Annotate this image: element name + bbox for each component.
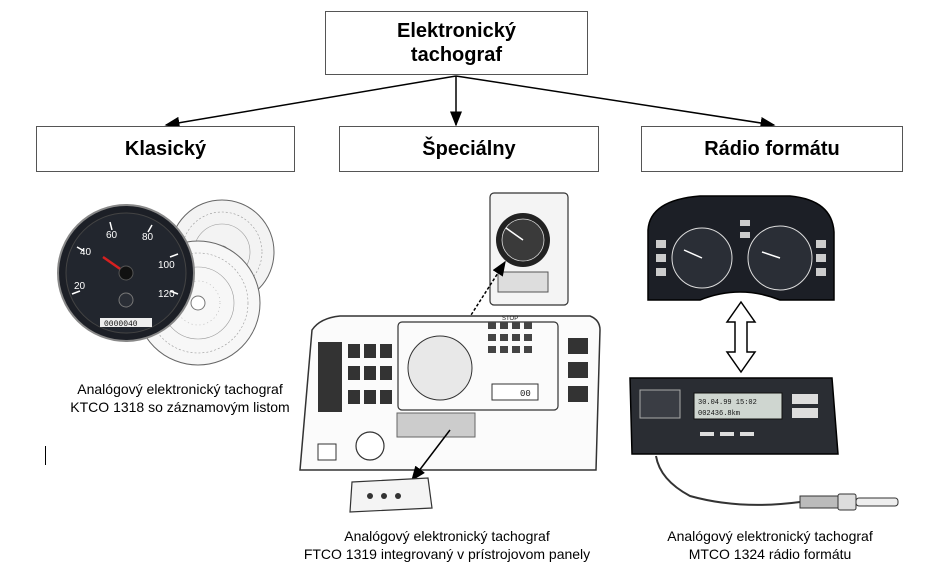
category-label: Rádio formátu bbox=[704, 138, 840, 160]
tachograph-drawer bbox=[349, 477, 433, 513]
category-box-specialny: Špeciálny bbox=[339, 126, 599, 172]
gauge-tick-40: 40 bbox=[80, 247, 92, 258]
odometer-readout: 0000040 bbox=[104, 320, 138, 329]
dashboard-panel bbox=[299, 315, 601, 471]
category-box-radio: Rádio formátu bbox=[641, 126, 903, 172]
panel-stop-label: STOP bbox=[502, 316, 518, 322]
gauge-tick-80: 80 bbox=[142, 232, 154, 243]
category-label: Klasický bbox=[124, 138, 207, 160]
caption-line1: Analógový elektronický tachograf bbox=[667, 528, 873, 544]
root-title-line2: tachograf bbox=[410, 44, 503, 66]
panel-display-readout: 00 bbox=[520, 389, 531, 399]
radio-display-line1: 30.04.99 15:02 bbox=[698, 399, 757, 407]
gauge-tick-60: 60 bbox=[106, 230, 118, 241]
arrow-to-klasicky bbox=[164, 75, 457, 129]
tachograph-slot bbox=[396, 412, 476, 438]
caption-line1: Analógový elektronický tachograf bbox=[344, 528, 550, 544]
caption-specialny: Analógový elektronický tachograf FTCO 13… bbox=[272, 527, 622, 563]
speedometer-gauge bbox=[57, 204, 195, 342]
radio-display-line2: 002436.8km bbox=[698, 410, 740, 418]
root-box: Elektronický tachograf bbox=[325, 11, 588, 75]
caption-line2: MTCO 1324 rádio formátu bbox=[688, 546, 852, 562]
arrow-dashboard-to-drawer bbox=[411, 429, 451, 482]
radio-tachograph-unit bbox=[629, 377, 839, 455]
caption-line2: KTCO 1318 so záznamovým listom bbox=[70, 399, 290, 415]
gauge-tick-100: 100 bbox=[158, 260, 175, 271]
text-cursor bbox=[45, 446, 46, 465]
category-label: Špeciálny bbox=[422, 138, 516, 160]
arrow-to-radio bbox=[455, 75, 776, 129]
caption-klasicky: Analógový elektronický tachograf KTCO 13… bbox=[20, 380, 340, 416]
category-box-klasicky: Klasický bbox=[36, 126, 295, 172]
root-title-line1: Elektronický bbox=[397, 20, 516, 42]
double-arrow bbox=[725, 300, 757, 374]
gauge-tick-20: 20 bbox=[74, 281, 86, 292]
sensor-cable bbox=[655, 455, 801, 506]
caption-line1: Analógový elektronický tachograf bbox=[77, 381, 283, 397]
instrument-cluster bbox=[647, 195, 835, 301]
caption-line2: FTCO 1319 integrovaný v prístrojovom pan… bbox=[303, 546, 591, 562]
gauge-tick-120: 120 bbox=[158, 289, 175, 300]
speed-sensor bbox=[799, 493, 899, 511]
caption-radio: Analógový elektronický tachograf MTCO 13… bbox=[620, 527, 920, 563]
tachograph-unit-top bbox=[489, 192, 569, 306]
dashboard-main-dial bbox=[407, 335, 473, 401]
